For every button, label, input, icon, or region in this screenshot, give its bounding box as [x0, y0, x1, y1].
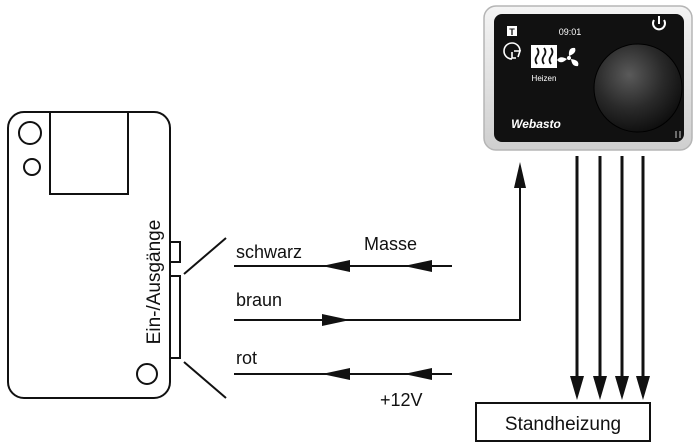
arrow-left — [404, 260, 432, 272]
supply-label: +12V — [380, 390, 423, 410]
arrow-down — [636, 376, 650, 400]
io-label: Ein-/Ausgänge — [144, 220, 165, 345]
webasto-controller: T 09:01 Heizen Webasto — [483, 5, 693, 151]
arrow-left — [322, 260, 350, 272]
arrow-down — [615, 376, 629, 400]
timer-icon — [503, 42, 522, 60]
wire-brown-label: braun — [236, 290, 282, 310]
heater-box: Standheizung — [475, 402, 651, 442]
control-module: Ein-/Ausgänge — [7, 111, 181, 399]
clock-time: 09:01 — [559, 27, 582, 37]
mounting-hole-bottom — [136, 363, 158, 385]
heating-icon — [534, 47, 554, 65]
arrow-left — [404, 368, 432, 380]
brand-logo: Webasto — [511, 117, 561, 131]
ground-label: Masse — [364, 234, 417, 254]
heater-label: Standheizung — [505, 414, 621, 435]
connector-tab — [169, 241, 181, 263]
lead-upper — [183, 237, 227, 275]
wire-red-label: rot — [236, 348, 257, 368]
mode-label: Heizen — [532, 74, 557, 83]
fan-icon — [557, 47, 579, 67]
mounting-hole-top — [18, 121, 42, 145]
wire-red: rot +12V — [234, 348, 452, 410]
connector-leads — [183, 237, 227, 399]
mounting-hole-mid — [23, 158, 41, 176]
wire-black-label: schwarz — [236, 242, 302, 262]
arrow-down — [593, 376, 607, 400]
badge-letter: T — [509, 27, 515, 37]
badge-box — [507, 26, 517, 36]
heater-connections — [575, 156, 645, 378]
control-knob[interactable] — [593, 43, 683, 133]
pause-marker — [675, 131, 681, 138]
module-label-window — [49, 111, 129, 195]
arrow-up — [514, 162, 526, 188]
heater-arrowheads — [570, 376, 650, 400]
arrow-down — [570, 376, 584, 400]
lead-lower — [183, 361, 227, 399]
wire-brown: braun — [234, 162, 526, 326]
io-connector — [169, 275, 181, 359]
power-icon[interactable] — [652, 16, 666, 31]
arrow-left — [322, 368, 350, 380]
wire-black: schwarz Masse — [234, 234, 452, 272]
arrow-right — [322, 314, 350, 326]
